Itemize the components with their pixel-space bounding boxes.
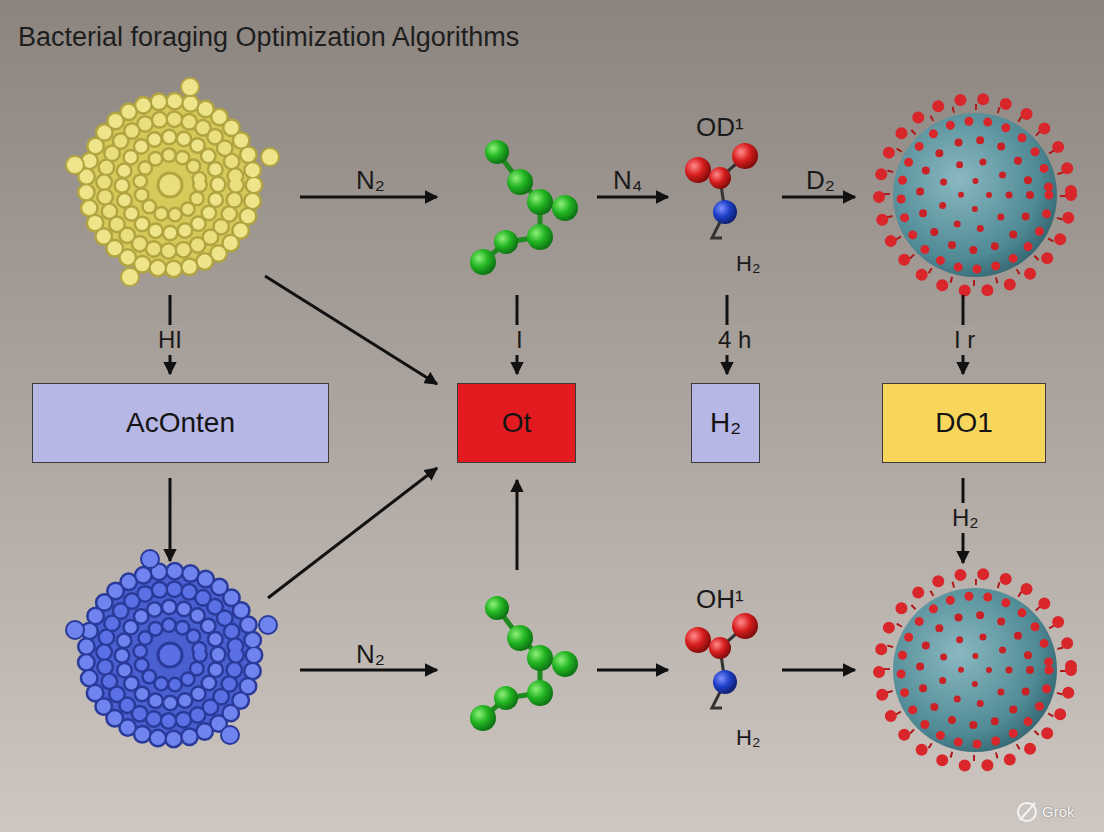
small-molecule [685, 613, 758, 708]
arrow [169, 478, 172, 561]
annotation-label: N₂ [356, 166, 385, 196]
box-label: Ot [502, 407, 532, 439]
arrow [782, 669, 855, 672]
arrow [782, 196, 855, 199]
annotation-label: H₂ [949, 503, 982, 533]
annotation-label: HI [155, 325, 185, 355]
small-molecule [685, 143, 758, 238]
annotation-label: N₂ [356, 640, 385, 670]
annotation-label: I [513, 325, 526, 355]
process-box: H₂ [691, 383, 760, 463]
process-box: AcOnten [32, 383, 329, 463]
annotation-label: 4 h [715, 325, 754, 355]
protein-cluster [66, 78, 279, 286]
annotation-label: I r [951, 325, 978, 355]
annotation-label: OD¹ [696, 113, 744, 143]
arrow [265, 276, 437, 384]
arrow [597, 669, 668, 672]
virus-particle [879, 99, 1071, 291]
arrow [268, 468, 437, 598]
process-box: DO1 [882, 383, 1046, 463]
green-molecule [470, 596, 578, 731]
diagram-title: Bacterial foraging Optimization Algorith… [18, 22, 519, 53]
box-label: AcOnten [126, 407, 235, 439]
annotation-label: OH¹ [696, 585, 744, 615]
annotation-label: H₂ [736, 251, 760, 276]
protein-cluster [66, 550, 277, 744]
box-label: H₂ [710, 407, 741, 439]
arrow [597, 196, 668, 199]
box-label: DO1 [935, 407, 993, 439]
watermark: Grok [1042, 803, 1075, 820]
annotation-label: D₂ [806, 166, 835, 196]
green-molecule [470, 140, 578, 275]
arrow [300, 196, 437, 199]
virus-particle [879, 574, 1071, 766]
arrow [516, 480, 519, 570]
annotation-label: N₄ [613, 166, 642, 196]
process-box: Ot [457, 383, 576, 463]
annotation-label: H₂ [736, 725, 760, 750]
watermark-logo [1018, 803, 1036, 821]
